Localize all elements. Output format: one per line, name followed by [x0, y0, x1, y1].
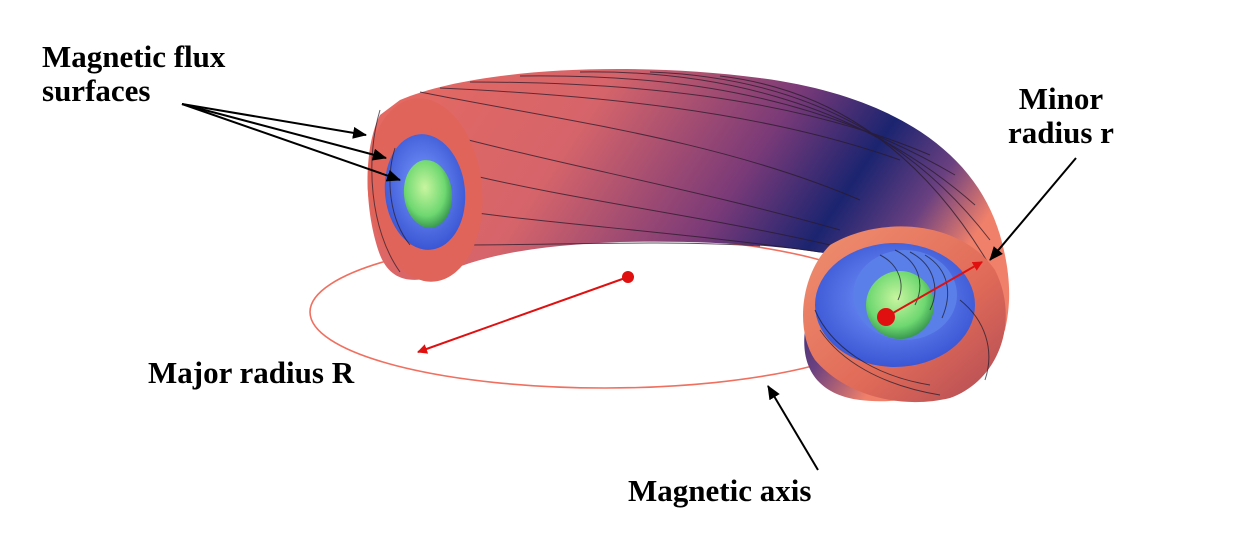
left-cross-section [367, 98, 483, 282]
magnetic-axis-pointer [767, 385, 819, 471]
flux-surfaces-label: Magnetic flux surfaces [42, 40, 225, 108]
minor-radius-arrow [885, 261, 983, 318]
major-radius-label: Major radius R [148, 355, 355, 390]
magnetic-axis-label: Magnetic axis [628, 473, 812, 508]
flux-surfaces-label-line1: Magnetic flux [42, 39, 226, 74]
flux-surfaces-label-line2: surfaces [42, 73, 151, 108]
minor-radius-pointer [989, 157, 1077, 261]
minor-radius-label: Minor radius r [1008, 82, 1114, 150]
major-radius-arrow [417, 276, 629, 354]
minor-radius-label-line1: Minor [1018, 81, 1104, 116]
minor-radius-label-line2: radius r [1008, 115, 1114, 150]
field-lines [419, 71, 999, 281]
flux-surface-pointers [181, 103, 401, 182]
right-cross-section [803, 226, 1006, 403]
